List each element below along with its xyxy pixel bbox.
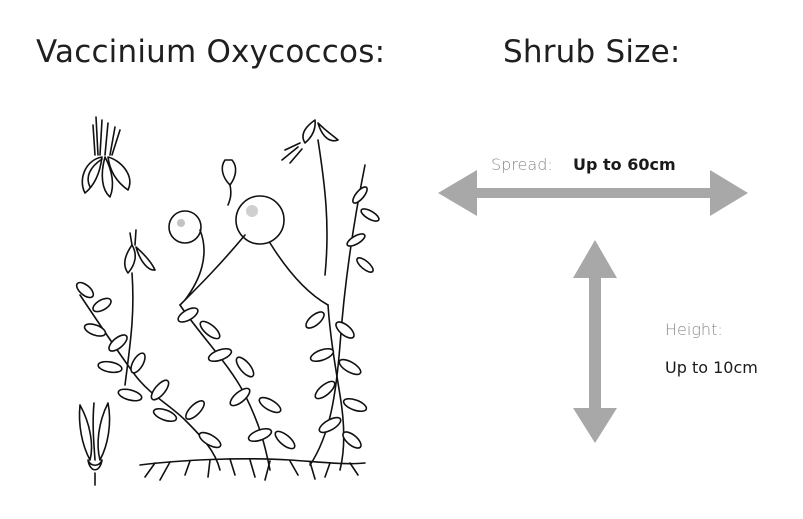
- spread-arrow: [438, 170, 748, 216]
- berry-icon: [168, 210, 202, 244]
- flower-icon: [123, 229, 156, 386]
- plant-title: Vaccinium Oxycoccos:: [36, 34, 386, 70]
- flower-icon: [81, 116, 131, 198]
- height-arrow: [573, 240, 617, 443]
- spread-value: Up to 60cm: [573, 155, 676, 174]
- flower-icon: [78, 402, 111, 486]
- flower-icon: [221, 159, 237, 206]
- berry-icon: [235, 195, 285, 245]
- height-value: Up to 10cm: [665, 358, 758, 377]
- shrub-size-title: Shrub Size:: [503, 34, 681, 70]
- height-label: Height:: [665, 320, 723, 339]
- cranberry-plant-illustration: [75, 116, 380, 486]
- flower-icon: [281, 119, 339, 276]
- size-arrows: [438, 170, 748, 443]
- spread-label: Spread:: [491, 155, 553, 174]
